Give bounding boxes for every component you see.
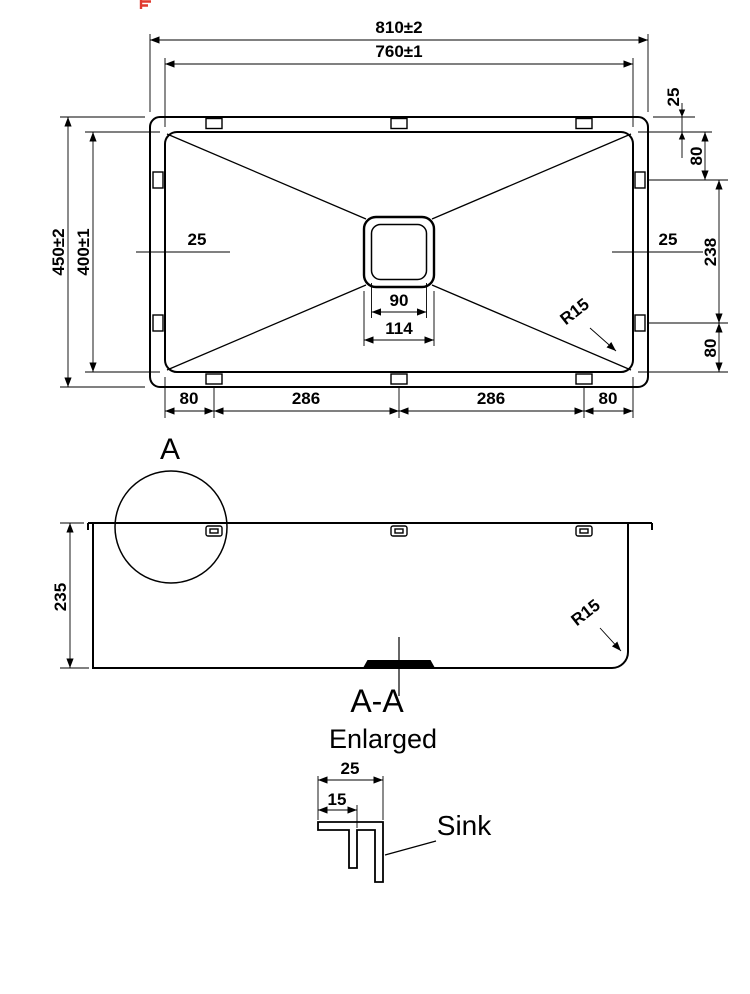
mounting-clips-top [205,117,593,130]
dim-right-top-label: 80 [687,147,706,166]
dim-bottom-2-label: 286 [292,389,320,408]
top-view: 810±2 760±1 450±2 400±1 25 80 238 80 25 … [49,18,728,418]
dim-bottom-4-label: 80 [599,389,618,408]
detail-marker-label: A [160,433,180,466]
dim-return-label: 15 [328,790,347,809]
detail-subtitle: Enlarged [329,724,437,754]
corner-radius-label: R15 [567,596,603,630]
dim-flange-width-label: 25 [341,759,360,778]
bowl-body-outline [92,523,629,669]
rim-profile-section [317,821,384,883]
dim-bottom-3-label: 286 [477,389,505,408]
mounting-clip [634,314,646,332]
section-mounting-clips [205,525,593,537]
dim-rim-top-right-label: 25 [664,88,683,107]
dim-height-outer-label: 450±2 [49,228,68,275]
dim-width-inner-label: 760±1 [375,42,422,61]
drain-outer-square [362,215,436,289]
dim-width-outer-label: 810±2 [375,18,422,37]
mounting-clip-slot [579,528,589,534]
dim-right-bottom-label: 80 [701,339,720,358]
corner-radius-label: R15 [556,295,592,329]
mounting-clip [390,117,408,130]
mounting-clip [575,373,593,385]
detail-view: A-A Enlarged 25 15 Sink [317,683,492,883]
radius-leader-line [589,327,617,352]
mounting-clip [152,314,164,332]
mounting-clip-slot [394,528,404,534]
dim-rim-right-label: 25 [659,230,678,249]
dim-depth-label: 235 [51,583,70,611]
mounting-clip-slot [209,528,219,534]
drain-boss [363,660,435,668]
mounting-clip [205,373,223,385]
mounting-clip [390,373,408,385]
mounting-clips-bottom [205,373,593,385]
sink-callout-label: Sink [437,810,492,841]
mounting-clips-left [152,171,164,332]
dim-drain-outer-label: 114 [385,319,413,338]
detail-circle-A [114,470,228,584]
mounting-clip [634,171,646,189]
mounting-clip [575,117,593,130]
mounting-clip [152,171,164,189]
mounting-clip [205,117,223,130]
radius-leader-line [599,627,622,652]
drain-inner-square [370,223,428,281]
section-view: 235 A R15 [51,433,653,696]
dim-drain-inner-label: 90 [390,291,409,310]
top-view-dimension-lines [64,36,723,415]
dim-rim-left-label: 25 [188,230,207,249]
mounting-clips-right [634,171,646,332]
dim-bottom-1-label: 80 [180,389,199,408]
top-view-extension-lines [60,34,728,418]
red-logo-fragment [139,0,151,9]
bowl-diagonal-lines [166,133,632,371]
dim-height-inner-label: 400±1 [74,228,93,275]
dim-right-mid-label: 238 [701,238,720,266]
sink-callout-leader [384,840,437,856]
detail-title: A-A [350,683,404,719]
